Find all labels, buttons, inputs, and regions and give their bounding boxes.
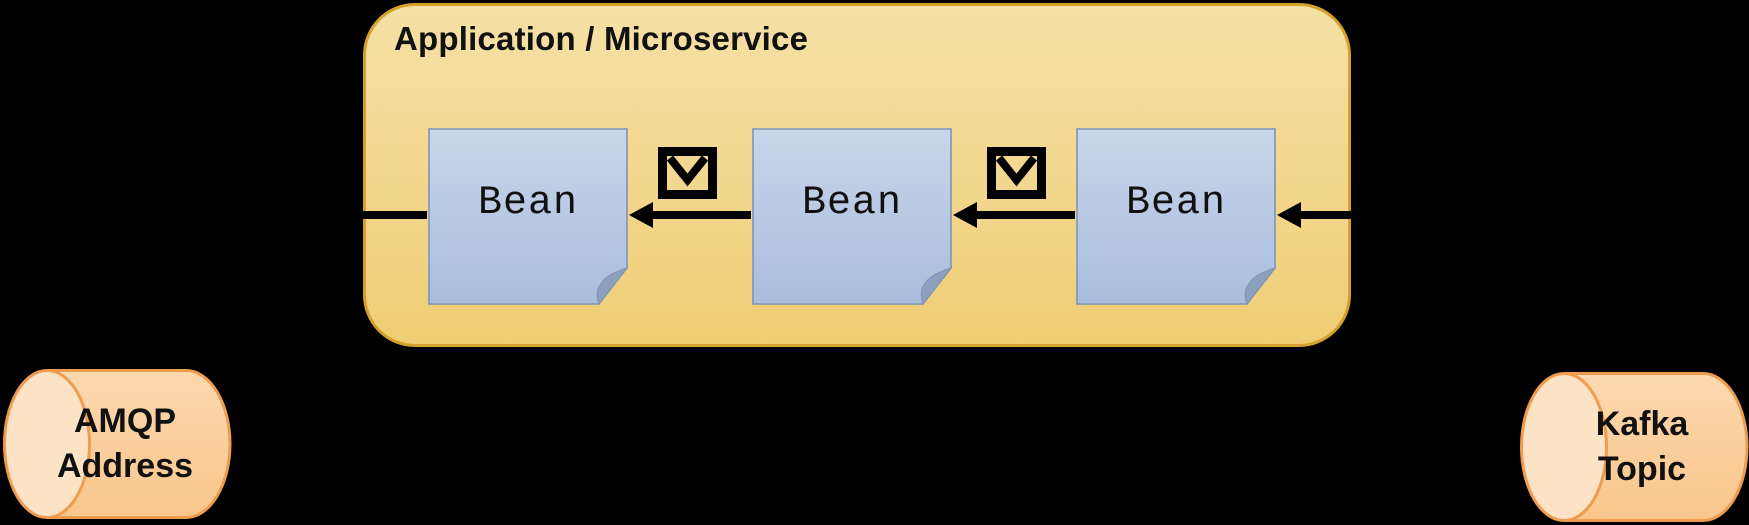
kafka-topic-cylinder: Kafka Topic <box>1519 371 1749 523</box>
bean-label: Bean <box>477 181 578 226</box>
application-box: Application / Microservice Bean <box>363 3 1351 347</box>
cylinder-cap <box>3 369 91 519</box>
cylinder-shape <box>3 369 232 519</box>
bean-shape <box>752 128 952 305</box>
cylinder-cap <box>1520 372 1608 522</box>
bean-label: Bean <box>801 181 902 226</box>
bean-shape <box>1076 128 1276 305</box>
kafka-topic-label: Kafka Topic <box>1595 405 1689 488</box>
application-title: Application / Microservice <box>394 20 809 57</box>
amqp-address-cylinder: AMQP Address <box>2 368 232 520</box>
bean-node-3: Bean <box>1076 128 1276 305</box>
bean-label: Bean <box>1125 181 1226 226</box>
bean-node-2: Bean <box>752 128 952 305</box>
bean-node-1: Bean <box>428 128 628 305</box>
cylinder-shape <box>1520 372 1749 522</box>
bean-fold <box>1244 267 1276 305</box>
amqp-address-label: AMQP Address <box>56 402 194 485</box>
bean-shape <box>428 128 628 305</box>
bean-fold <box>920 267 952 305</box>
bean-fold <box>596 267 628 305</box>
